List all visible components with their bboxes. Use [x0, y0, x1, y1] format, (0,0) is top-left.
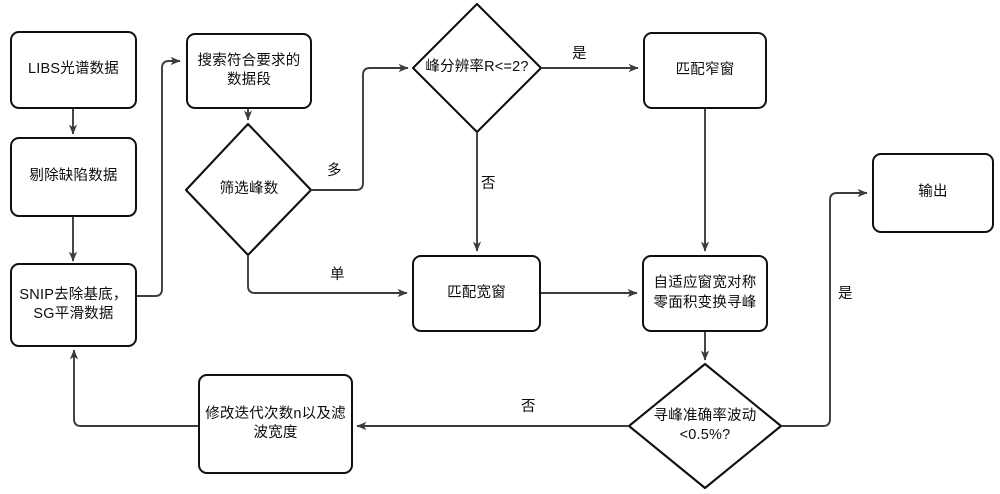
node-wide-label: 匹配宽窗 — [447, 284, 506, 301]
node-output[interactable]: 输出 — [872, 153, 994, 233]
edge-label-yes-right: 是 — [838, 286, 853, 302]
edge-peakcount-resolution — [311, 63, 409, 191]
node-narrow-label: 匹配窄窗 — [675, 61, 735, 78]
node-search[interactable]: 搜索符合要求的数据段 — [186, 33, 312, 109]
node-adaptive-label: 自适应窗宽对称零面积变换寻峰 — [653, 275, 757, 311]
edge-label-many: 多 — [327, 163, 342, 179]
node-peakcount[interactable]: 筛选峰数 — [186, 124, 312, 255]
node-defect-label: 剔除缺陷数据 — [29, 168, 118, 185]
edge-label-no-top: 否 — [481, 176, 496, 192]
node-peakcount-label: 筛选峰数 — [219, 180, 279, 197]
node-accuracy-label: 寻峰准确率波动 <0.5%? — [653, 407, 757, 443]
node-snip-label: SNIP去除基底， SG平滑数据 — [19, 286, 128, 322]
edge-label-single: 单 — [330, 267, 345, 283]
node-snip[interactable]: SNIP去除基底， SG平滑数据 — [10, 263, 137, 347]
node-output-label: 输出 — [918, 184, 948, 201]
edge-modify-snip — [69, 349, 198, 427]
node-adaptive[interactable]: 自适应窗宽对称零面积变换寻峰 — [642, 255, 768, 332]
edge-label-yes-top: 是 — [572, 46, 587, 62]
edge-snip-search — [137, 56, 181, 297]
node-resolution-label: 峰分辨率R<=2? — [425, 59, 529, 76]
node-narrow[interactable]: 匹配窄窗 — [643, 32, 767, 109]
node-defect[interactable]: 剔除缺陷数据 — [10, 137, 137, 217]
decision-shape-accuracy — [627, 362, 783, 490]
edge-peakcount-wide — [247, 255, 408, 298]
node-modify-label: 修改迭代次数n以及滤波宽度 — [205, 405, 346, 441]
node-libs[interactable]: LIBS光谱数据 — [10, 31, 137, 109]
edge-accuracy-output — [781, 188, 868, 427]
edge-label-no-bottom: 否 — [521, 399, 536, 415]
node-resolution[interactable]: 峰分辨率R<=2? — [413, 4, 541, 132]
node-wide[interactable]: 匹配宽窗 — [412, 255, 541, 332]
node-search-label: 搜索符合要求的数据段 — [197, 52, 301, 88]
node-modify[interactable]: 修改迭代次数n以及滤波宽度 — [198, 374, 353, 474]
node-libs-label: LIBS光谱数据 — [27, 61, 120, 78]
node-accuracy[interactable]: 寻峰准确率波动 <0.5%? — [629, 364, 781, 488]
